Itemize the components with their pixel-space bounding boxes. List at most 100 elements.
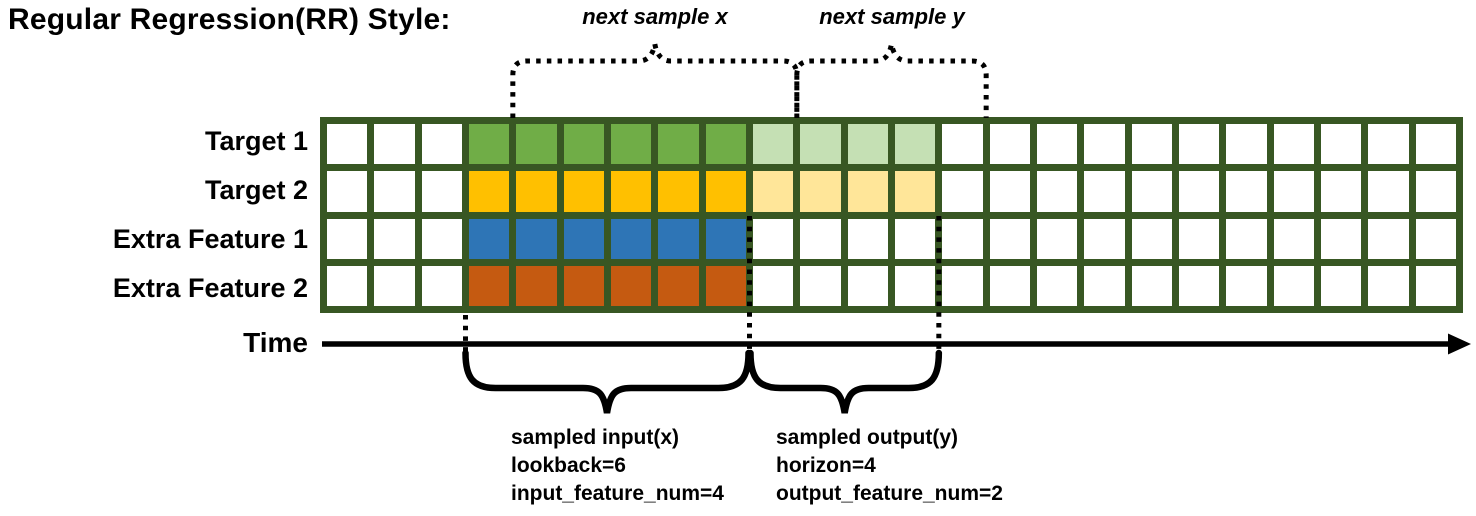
row-label: Extra Feature 1: [112, 224, 308, 254]
grid-cell: [1178, 124, 1220, 165]
grid-cell: [752, 124, 794, 165]
grid-cell: [516, 218, 557, 259]
grid-cell: [1273, 124, 1314, 165]
grid-cell: [847, 218, 888, 259]
grid-cell: [563, 124, 604, 165]
grid-cell: [1368, 171, 1409, 212]
grid-cell: [847, 124, 888, 165]
grid-cell: [800, 171, 841, 212]
annotation-line: input_feature_num=4: [511, 482, 724, 505]
grid-cell: [658, 218, 699, 259]
grid-cell: [374, 171, 415, 212]
grid-cell: [1131, 124, 1172, 165]
grid-cell: [468, 265, 510, 306]
grid-cell: [1084, 218, 1125, 259]
grid-cell: [752, 265, 794, 306]
annotation-line: sampled input(x): [511, 426, 680, 449]
grid-cell: [989, 218, 1030, 259]
grid-cell: [705, 218, 746, 259]
annotation-line: lookback=6: [511, 454, 626, 477]
grid-cell: [1320, 265, 1362, 306]
grid-cell: [421, 265, 462, 306]
annotation-line: horizon=4: [776, 454, 876, 477]
grid-cell: [563, 171, 604, 212]
grid-cell: [1084, 171, 1125, 212]
grid-cell: [1226, 171, 1267, 212]
grid-cell: [894, 124, 936, 165]
grid-cell: [374, 124, 415, 165]
grid-cell: [1084, 124, 1125, 165]
grid-cell: [942, 265, 983, 306]
grid-cell: [894, 265, 936, 306]
grid-cell: [516, 265, 557, 306]
grid-cell: [1131, 171, 1172, 212]
grid-cell: [1273, 265, 1314, 306]
grid-cell: [1415, 124, 1456, 165]
grid-cell: [989, 124, 1030, 165]
grid-cell: [327, 218, 368, 259]
grid-cell: [942, 124, 983, 165]
grid-cell: [894, 218, 936, 259]
grid-cell: [1368, 218, 1409, 259]
time-series-grid: [320, 117, 1463, 313]
grid-cell: [610, 124, 652, 165]
grid-cell: [610, 265, 652, 306]
diagram-title: Regular Regression(RR) Style:: [8, 3, 451, 36]
grid-cell: [1368, 265, 1409, 306]
grid-cell: [1320, 218, 1362, 259]
grid-cell: [610, 218, 652, 259]
grid-cell: [563, 265, 604, 306]
grid-cell: [374, 218, 415, 259]
grid-cell: [374, 265, 415, 306]
grid-cell: [327, 171, 368, 212]
grid-cell: [468, 218, 510, 259]
grid-cell: [1178, 265, 1220, 306]
grid-cell: [327, 124, 368, 165]
grid-cell: [421, 218, 462, 259]
grid-cell: [705, 265, 746, 306]
grid-cell: [752, 218, 794, 259]
grid-cell: [468, 171, 510, 212]
grid-cell: [1273, 218, 1314, 259]
grid-cell: [1226, 124, 1267, 165]
annotation-line: output_feature_num=2: [776, 482, 1003, 505]
grid-cell: [800, 124, 841, 165]
grid-cell: [1036, 171, 1078, 212]
row-label: Extra Feature 2: [112, 273, 308, 303]
grid-cell: [989, 171, 1030, 212]
grid-cell: [421, 171, 462, 212]
grid-cell: [327, 265, 368, 306]
grid-cell: [658, 124, 699, 165]
time-axis-label: Time: [243, 327, 308, 358]
grid-cell: [942, 171, 983, 212]
grid-cell: [1415, 171, 1456, 212]
grid-cell: [516, 124, 557, 165]
grid-cell: [1131, 218, 1172, 259]
annotation-line: sampled output(y): [776, 426, 958, 449]
grid-cell: [1320, 124, 1362, 165]
grid-cell: [563, 218, 604, 259]
row-labels: Target 1 Target 2 Extra Feature 1 Extra Fea…: [0, 117, 308, 313]
grid-cell: [989, 265, 1030, 306]
sampled-output-text: sampled output(y) horizon=4 output_feature…: [776, 424, 1003, 508]
grid-cell: [1036, 218, 1078, 259]
sampled-input-text: sampled input(x) lookback=6 input_feature_…: [511, 424, 724, 508]
grid-cell: [800, 265, 841, 306]
grid-cell: [421, 124, 462, 165]
grid-cell: [1178, 218, 1220, 259]
grid-cell: [1415, 218, 1456, 259]
grid-cell: [1036, 265, 1078, 306]
grid-cell: [658, 171, 699, 212]
grid-cell: [847, 171, 888, 212]
grid-cell: [1131, 265, 1172, 306]
grid-cell: [942, 218, 983, 259]
grid-cell: [1084, 265, 1125, 306]
grid-cell: [705, 124, 746, 165]
grid-cell: [468, 124, 510, 165]
grid-cell: [705, 171, 746, 212]
row-label: Target 2: [204, 175, 308, 205]
row-label: Target 1: [204, 126, 308, 156]
grid-cell: [1320, 171, 1362, 212]
grid-cell: [847, 265, 888, 306]
